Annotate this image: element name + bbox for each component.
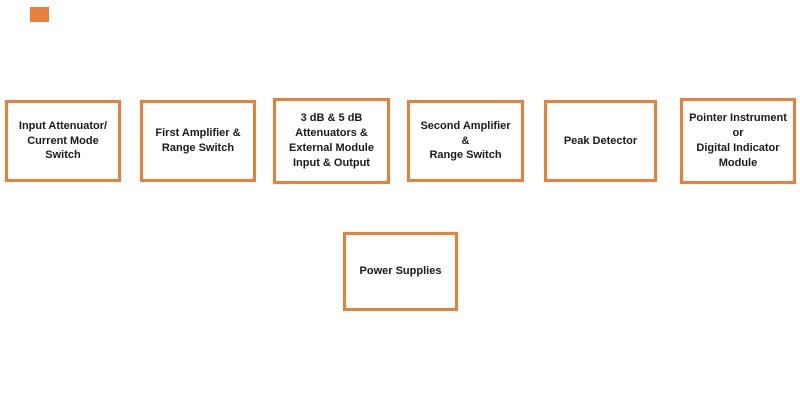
block-second-amplifier-range-switch: Second Amplifier & Range Switch [407, 100, 524, 182]
block-power-supplies: Power Supplies [343, 232, 458, 311]
block-first-amplifier-range-switch: First Amplifier & Range Switch [140, 100, 256, 182]
block-label: Second Amplifier & Range Switch [420, 119, 511, 162]
block-label: Peak Detector [563, 134, 638, 147]
block-pointer-instrument-digital-indicator: Pointer Instrument or Digital Indicator … [680, 98, 796, 184]
block-label: Power Supplies [359, 265, 442, 278]
orange-logo-mark [30, 7, 49, 22]
block-attenuators-external-module-io: 3 dB & 5 dB Attenuators & External Modul… [273, 98, 390, 184]
block-label: 3 dB & 5 dB Attenuators & External Modul… [289, 112, 374, 169]
block-peak-detector: Peak Detector [544, 100, 657, 182]
block-label: Pointer Instrument or Digital Indicator … [689, 112, 787, 169]
block-label: First Amplifier & Range Switch [155, 127, 241, 154]
block-label: Input Attenuator/ Current Mode Switch [18, 119, 108, 162]
block-input-attenuator-current-mode-switch: Input Attenuator/ Current Mode Switch [5, 100, 121, 182]
